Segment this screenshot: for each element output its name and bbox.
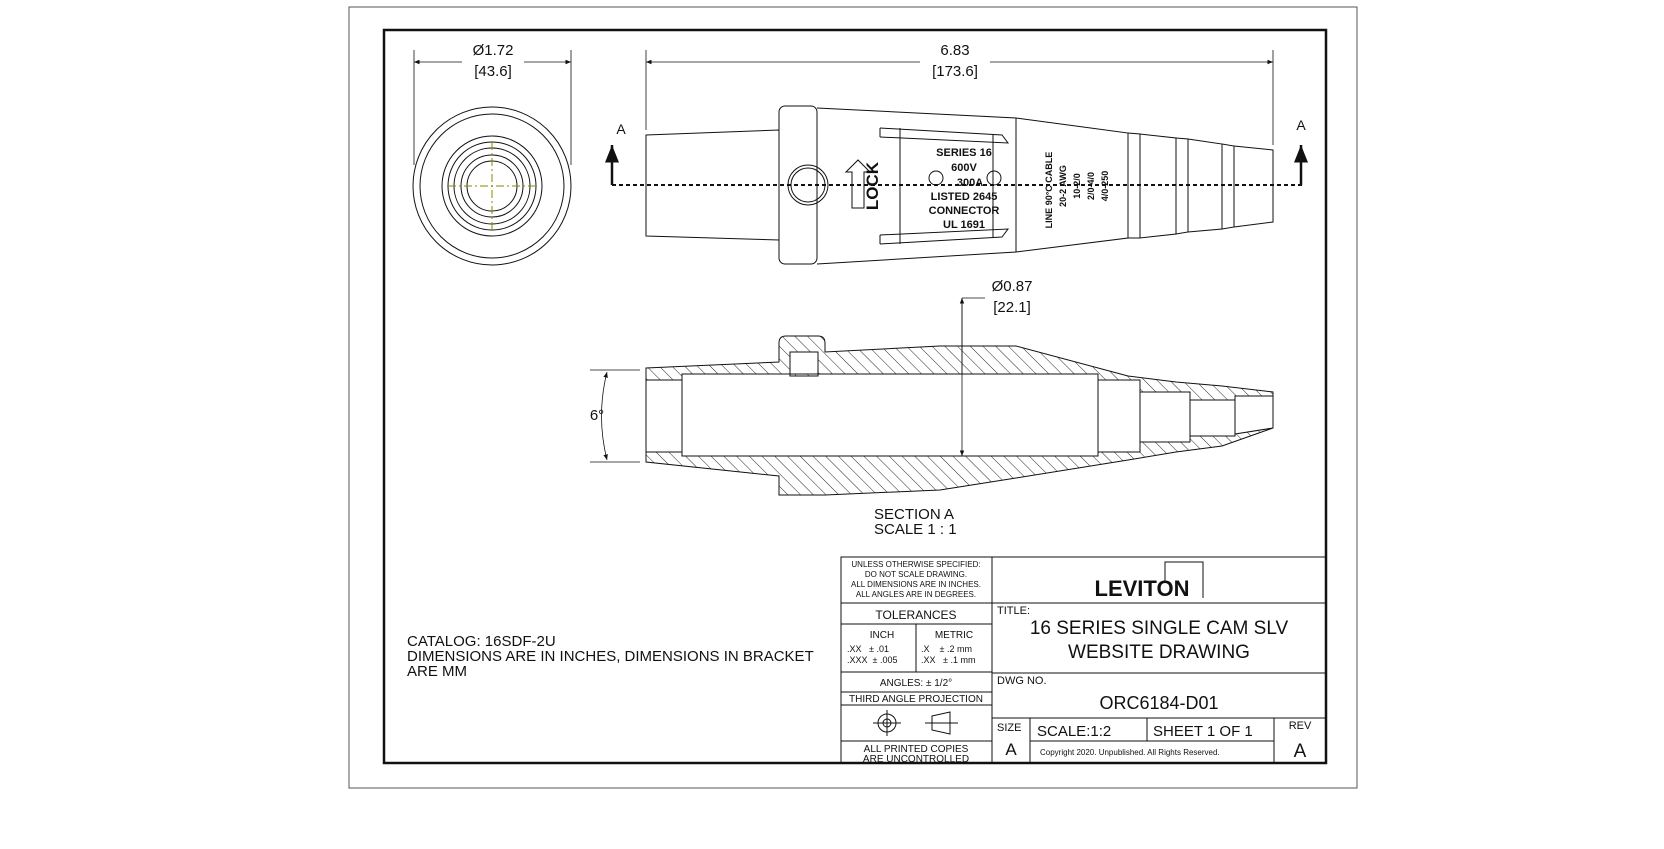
svg-text:UL 1691: UL 1691 [943,219,985,231]
section-scale: SCALE 1 : 1 [874,521,957,538]
lock-arrow-icon [844,159,872,209]
svg-text:600V: 600V [951,162,977,174]
section-title: SECTION A [874,506,954,523]
units-note-line2: ARE MM [407,663,467,680]
catalog-note: CATALOG: 16SDF-2U [407,633,556,650]
section-view [590,297,1274,496]
metric-row-1: .X ± .2 mm [921,644,972,654]
end-diameter-mm-label: [43.6] [474,63,512,80]
sheet-value: SHEET 1 OF 1 [1153,723,1253,740]
bore-diameter-mm-label: [22.1] [993,299,1031,316]
side-view [605,40,1308,265]
inch-row-1: .XX ± .01 [847,644,889,654]
lock-marking: LOCK [863,161,882,210]
overall-length-mm-label: [173.6] [932,63,978,80]
size-value: A [1005,740,1017,759]
end-diameter-label: Ø1.72 [473,42,514,59]
svg-text:ALL DIMENSIONS ARE IN INCHES.: ALL DIMENSIONS ARE IN INCHES. [851,580,981,589]
angles-tolerance: ANGLES: ± 1/2° [880,678,952,689]
section-mark-right: A [1296,117,1306,133]
bore-diameter-label: Ø0.87 [992,278,1033,295]
rev-value: A [1294,741,1307,762]
svg-text:10-2/0: 10-2/0 [1072,173,1082,199]
svg-text:CONNECTOR: CONNECTOR [929,205,1000,217]
cable-marking-block: LINE 90°C CABLE 20-2 AWG 10-2/0 2/0-4/0 … [1044,152,1110,229]
inch-label: INCH [870,630,894,641]
dwg-no-label: DWG NO. [997,675,1047,687]
svg-text:2/0-4/0: 2/0-4/0 [1086,172,1096,200]
end-view [412,40,572,266]
svg-text:300A: 300A [957,177,983,189]
svg-text:UNLESS OTHERWISE SPECIFIED:: UNLESS OTHERWISE SPECIFIED: [851,560,980,569]
metric-label: METRIC [935,630,973,641]
svg-text:4/0-250: 4/0-250 [1100,171,1110,202]
printed-copies-line2: ARE UNCONTROLLED [863,754,969,765]
section-mark-left: A [616,121,626,137]
tolerances-label: TOLERANCES [875,608,956,622]
svg-text:LINE 90°C CABLE: LINE 90°C CABLE [1044,152,1054,229]
copyright-notice: Copyright 2020. Unpublished. All Rights … [1040,748,1220,757]
outer-sheet-border [348,6,1358,789]
svg-text:ALL ANGLES ARE IN DEGREES.: ALL ANGLES ARE IN DEGREES. [856,590,976,599]
series-marking-block: SERIES 16 600V 300A LISTED 2645 CONNECTO… [929,147,1000,231]
printed-copies-line1: ALL PRINTED COPIES [864,744,969,755]
inch-row-2: .XXX ± .005 [847,655,897,665]
title-line-2: WEBSITE DRAWING [1068,642,1250,663]
csa-mark-icon [986,170,1002,186]
svg-text:SERIES 16: SERIES 16 [936,147,992,159]
title-label: TITLE: [997,605,1030,617]
title-line-1: 16 SERIES SINGLE CAM SLV [1030,618,1289,639]
title-block [840,556,1327,764]
svg-text:LISTED 2645: LISTED 2645 [931,191,998,203]
ul-mark-icon [928,170,944,186]
projection-label: THIRD ANGLE PROJECTION [849,694,983,705]
units-note-line1: DIMENSIONS ARE IN INCHES, DIMENSIONS IN … [407,648,814,665]
svg-text:20-2 AWG: 20-2 AWG [1058,165,1068,207]
unless-specified-notes: UNLESS OTHERWISE SPECIFIED: DO NOT SCALE… [851,560,981,599]
projection-symbol-icon [873,710,958,736]
scale-value: SCALE:1:2 [1037,723,1111,740]
taper-angle-label: 6° [590,407,604,424]
svg-text:DO NOT SCALE DRAWING.: DO NOT SCALE DRAWING. [865,570,967,579]
size-label: SIZE [997,722,1021,734]
metric-row-2: .XX ± .1 mm [921,655,975,665]
overall-length-label: 6.83 [940,42,969,59]
rev-label: REV [1289,720,1312,732]
dwg-no-value: ORC6184-D01 [1099,693,1218,713]
leviton-logo: LEVITON [1095,576,1190,601]
